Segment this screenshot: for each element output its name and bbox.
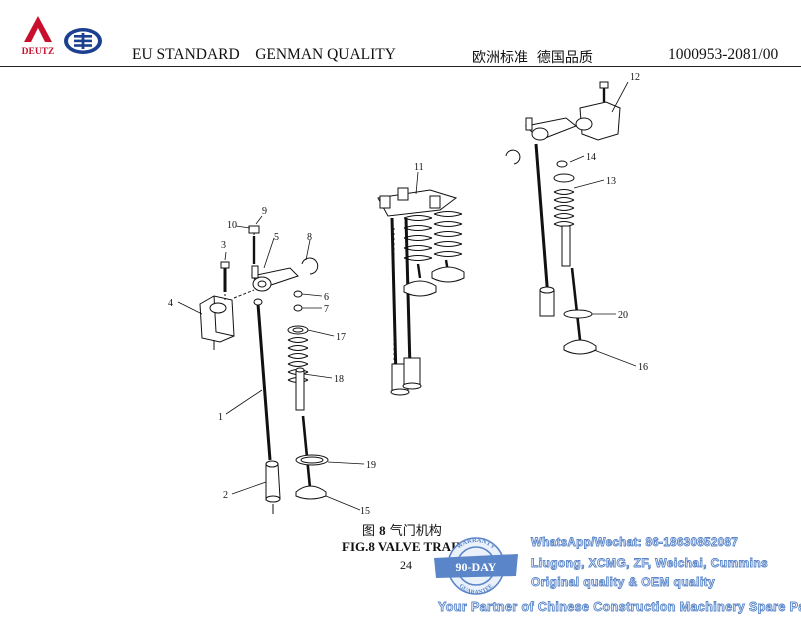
- tappet-part: [265, 460, 281, 514]
- callout-20: 20: [618, 310, 628, 321]
- callout-9: 9: [262, 206, 267, 217]
- right-valve-assembly: [534, 143, 597, 355]
- header-doc-code: 1000953-2081/00: [668, 46, 779, 63]
- callout-8: 8: [307, 232, 312, 243]
- callout-13: 13: [606, 176, 616, 187]
- circlip-part: [301, 257, 319, 275]
- header-standard-cn: 欧洲标准 德国品质: [472, 50, 593, 66]
- rocker-arm-part: [233, 265, 299, 299]
- caption-cn-title: 气门机构: [389, 524, 442, 539]
- adjust-screw-part: [248, 225, 260, 264]
- header-rule: [0, 66, 801, 67]
- seal-main-text: 90-DAY: [456, 560, 497, 574]
- right-rocker-arm: [505, 117, 577, 165]
- watermark-brands: Liugong, XCMG, ZF, Weichai, Cummins: [531, 556, 769, 571]
- callout-14: 14: [586, 152, 596, 163]
- deutz-logo: DEUTZ: [18, 16, 58, 57]
- callout-16: 16: [638, 362, 648, 373]
- warranty-seal: WARRANTY GUARANTEE 90-DAY: [434, 537, 518, 596]
- callout-3: 3: [221, 240, 226, 251]
- callout-11: 11: [414, 162, 424, 173]
- callout-6: 6: [324, 292, 329, 303]
- watermark-contact: WhatsApp/Wechat: 86-18630852087: [531, 537, 739, 550]
- callout-numbers: 1 2 3 4 5 6 7 8 9 10 11 12 13 14 15 16 1…: [168, 72, 648, 517]
- page-header: DEUTZ EU STANDARD GENMAN QUALITY 欧洲标准 德国…: [0, 0, 801, 70]
- callout-12: 12: [630, 72, 640, 83]
- rocker-bracket-part: [199, 295, 235, 350]
- valve-train-diagram: 1 2 3 4 5 6 7 8 9 10 11 12 13 14 15 16 1…: [168, 72, 648, 517]
- callout-7: 7: [324, 304, 329, 315]
- bolt-part: [220, 261, 230, 302]
- callout-19: 19: [366, 460, 376, 471]
- callout-17: 17: [336, 332, 346, 343]
- deutz-logo-text: DEUTZ: [22, 47, 55, 57]
- caption-prefix: 图: [362, 524, 376, 539]
- callout-5: 5: [274, 232, 279, 243]
- watermark-quality: Original quality & OEM quality: [531, 575, 716, 590]
- callout-10: 10: [227, 220, 237, 231]
- middle-rocker-assembly: [377, 187, 465, 396]
- figure-caption-en: FIG.8 VALVE TRAIN: [342, 539, 466, 554]
- caption-number: 8: [379, 523, 386, 538]
- watermark-slogan: Your Partner of Chinese Construction Mac…: [438, 600, 801, 615]
- faw-logo: [64, 28, 102, 54]
- right-rocker-bracket: [575, 81, 621, 141]
- left-valve-assembly: [287, 290, 329, 500]
- page-number: 24: [400, 558, 412, 572]
- leader-lines: [177, 81, 637, 511]
- header-standard-en: EU STANDARD GENMAN QUALITY: [132, 46, 396, 63]
- callout-2: 2: [223, 490, 228, 501]
- callout-18: 18: [334, 374, 344, 385]
- callout-1: 1: [218, 412, 223, 423]
- figure-caption-cn: 图 8 气门机构: [362, 520, 442, 539]
- pushrod-part: [253, 298, 272, 461]
- callout-4: 4: [168, 298, 173, 309]
- callout-15: 15: [360, 506, 370, 517]
